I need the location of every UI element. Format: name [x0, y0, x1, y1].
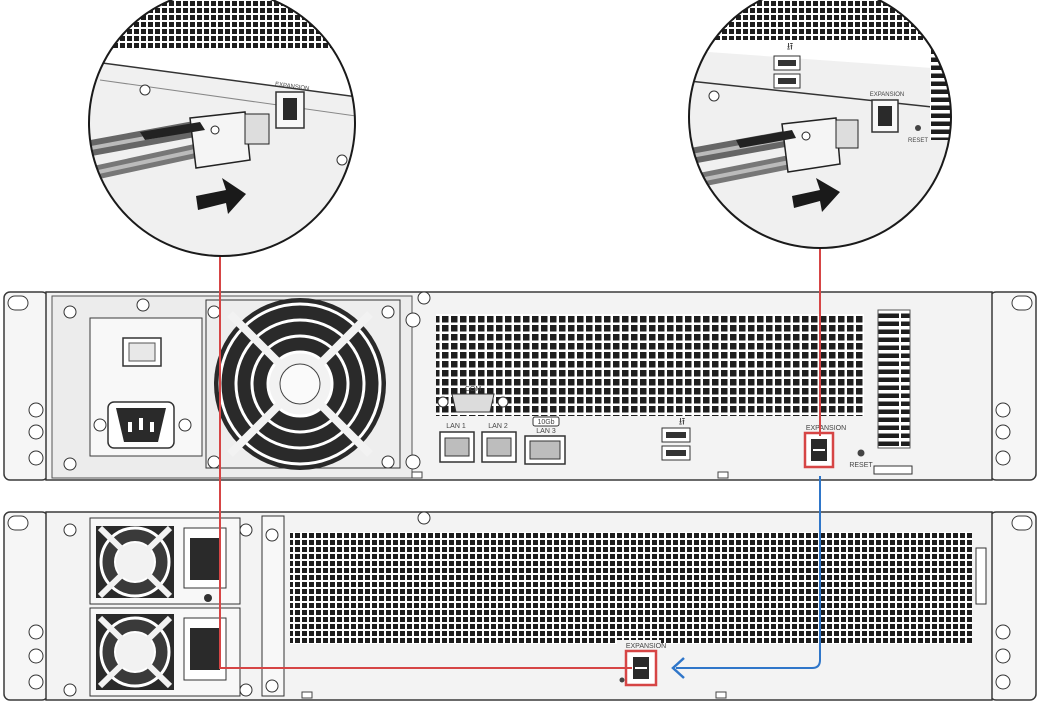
zoom-left-expansion-label: EXPANSION [275, 82, 310, 93]
blue-arrow-head [671, 657, 685, 679]
zoom-right-expansion-label: EXPANSION [870, 92, 905, 98]
top-usb-ports: ⭿ [661, 417, 691, 461]
bottom-vent [290, 532, 972, 644]
rack-ear-left-bottom [3, 511, 49, 701]
top-unit: COM LAN 1 LAN 2 10Gb LAN 3 ⭿ [3, 291, 1037, 481]
rack-ear-right-bottom [989, 511, 1037, 701]
top-fan [205, 298, 401, 470]
top-side-vent [877, 309, 911, 449]
speed-10gb-label: 10Gb [537, 419, 554, 426]
com-port: COM [437, 386, 509, 413]
lan1-label: LAN 1 [446, 423, 466, 430]
lan-port-1: LAN 1 [439, 423, 475, 463]
usb-icon: ⭿ [679, 417, 685, 428]
ear-screws-top-left [28, 402, 44, 466]
bottom-unit: EXPANSION [3, 511, 1037, 701]
expansion-bottom-label: EXPANSION [626, 643, 666, 650]
lan-port-3: 10Gb LAN 3 [524, 416, 566, 465]
expansion-top-label: EXPANSION [806, 425, 846, 432]
lan2-label: LAN 2 [488, 423, 508, 430]
rack-ear-left-top [3, 291, 49, 481]
bottom-psu-1 [89, 517, 241, 605]
zoom-usb-icon: ⭿ [787, 42, 793, 53]
zoom-left: EXPANSION [88, 0, 356, 257]
push-arrow-left [196, 178, 246, 214]
top-expansion-port: EXPANSION RESET [803, 425, 873, 469]
zoom-right-reset-label: RESET [908, 138, 928, 144]
ear-screws-top-right [995, 402, 1011, 466]
lan3-label: LAN 3 [536, 428, 556, 435]
blue-cable [676, 476, 821, 669]
rack-ear-right-top [989, 291, 1037, 481]
lan-port-2: LAN 2 [481, 423, 517, 463]
push-arrow-right [792, 178, 840, 212]
com-label: COM [465, 386, 482, 393]
red-cable-left [219, 256, 632, 669]
reset-top-label: RESET [849, 462, 873, 469]
bottom-psu-2 [89, 607, 241, 697]
